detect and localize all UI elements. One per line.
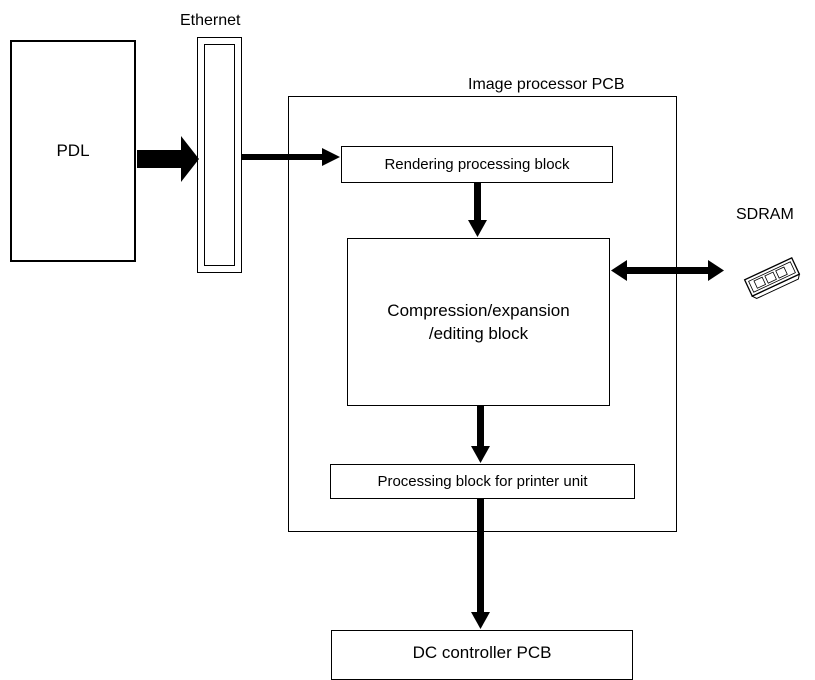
compression-label-line2: /editing block: [428, 324, 529, 343]
printer-processing-block: Processing block for printer unit: [330, 464, 635, 499]
ethernet-connector-inner: [204, 44, 235, 266]
ethernet-to-rendering-arrow: [242, 148, 340, 166]
printer-to-dc-arrow: [471, 499, 490, 629]
rendering-to-compression-arrow: [468, 183, 487, 237]
dc-controller-label: DC controller PCB: [412, 643, 552, 662]
compression-label-line1: Compression/expansion: [387, 301, 570, 320]
ethernet-connector: [197, 37, 242, 273]
pdl-box: PDL: [10, 40, 136, 262]
compression-block: Compression/expansion /editing block: [347, 238, 610, 406]
connector-arrows: [137, 136, 801, 629]
ethernet-label: Ethernet: [180, 12, 241, 29]
memory-module-icon: [743, 256, 801, 300]
pdl-to-ethernet-arrow: [137, 136, 199, 182]
pdl-label: PDL: [56, 141, 90, 160]
compression-sdram-arrow: [611, 260, 724, 281]
printer-processing-label: Processing block for printer unit: [377, 473, 588, 490]
image-processor-label: Image processor PCB: [468, 76, 625, 93]
rendering-label: Rendering processing block: [384, 156, 570, 173]
sdram-label: SDRAM: [736, 206, 794, 223]
compression-to-printer-arrow: [471, 406, 490, 463]
rendering-block: Rendering processing block: [341, 146, 613, 183]
